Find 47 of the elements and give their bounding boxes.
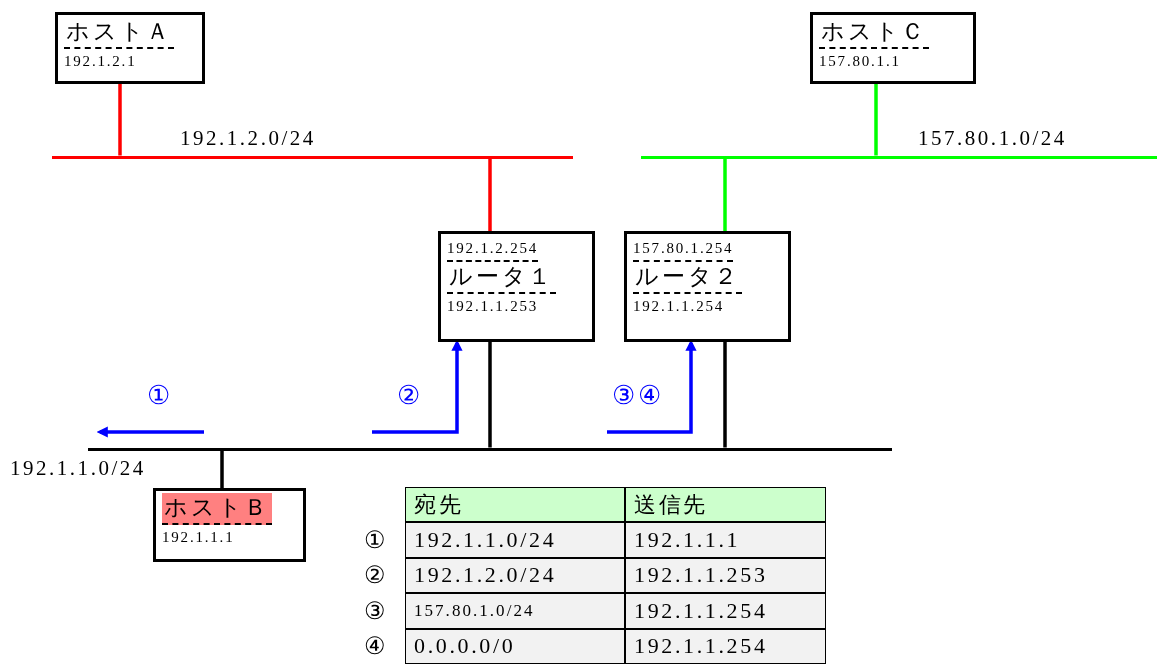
table-cell: 192.1.1.254 — [625, 628, 826, 664]
ip-address: 157.80.1.1 — [819, 53, 901, 69]
router-box — [624, 231, 791, 342]
host-box — [810, 12, 976, 84]
name-text: ルータ１ — [447, 262, 557, 294]
name-text: ホストＡ — [64, 17, 175, 49]
table-cell: 192.1.1.253 — [625, 557, 826, 593]
host-box — [153, 488, 306, 562]
table-header: 送信先 — [625, 487, 826, 522]
host-box — [55, 12, 205, 84]
step-number: ② — [397, 380, 424, 411]
network-line — [88, 447, 892, 451]
row-marker: ③ — [363, 596, 390, 626]
ip-address: 192.1.2.1 — [64, 53, 137, 69]
table-cell: 192.1.1.254 — [625, 593, 826, 629]
table-cell: 192.1.1.1 — [625, 522, 826, 558]
table-cell: 192.1.1.0/24 — [405, 522, 625, 558]
network-line — [641, 155, 1157, 159]
row-marker: ④ — [363, 632, 390, 662]
table-cell: 0.0.0.0/0 — [405, 628, 625, 664]
connector-line — [723, 342, 727, 448]
table-header: 宛先 — [405, 487, 625, 522]
name-text: ルータ２ — [633, 262, 743, 294]
row-marker: ① — [363, 525, 390, 555]
step-number: ① — [147, 380, 174, 411]
table-cell: 192.1.2.0/24 — [405, 557, 625, 593]
connector-line — [220, 450, 224, 488]
ip-address: 192.1.1.1 — [162, 529, 235, 545]
row-marker: ② — [363, 561, 390, 591]
table-cell: 157.80.1.0/24 — [405, 593, 625, 629]
network-address: 192.1.1.0/24 — [10, 456, 146, 481]
connector-line — [488, 342, 492, 448]
router-box — [438, 231, 595, 342]
network-line — [52, 155, 573, 159]
network-address: 157.80.1.0/24 — [918, 126, 1067, 151]
ip-address: 192.1.1.254 — [633, 298, 725, 314]
ip-address: 192.1.2.254 — [447, 236, 539, 262]
connector-line — [488, 158, 492, 231]
network-address: 192.1.2.0/24 — [180, 126, 316, 151]
connector-line — [118, 84, 122, 156]
connector-line — [874, 84, 878, 156]
name-text: ホストＢ — [162, 493, 273, 525]
connector-line — [723, 158, 727, 231]
name-text: ホストＣ — [819, 17, 930, 49]
ip-address: 192.1.1.253 — [447, 298, 539, 314]
step-number: ③④ — [612, 380, 665, 411]
ip-address: 157.80.1.254 — [633, 236, 734, 262]
